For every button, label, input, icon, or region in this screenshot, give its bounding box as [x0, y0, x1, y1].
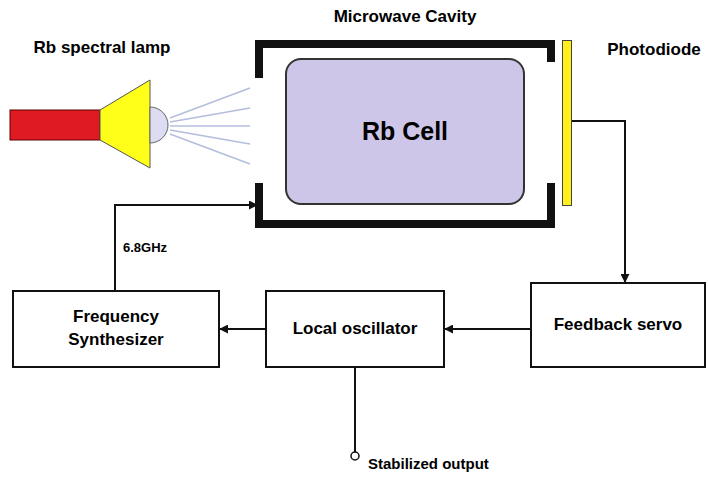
- photodiode: Photodiode: [562, 40, 572, 206]
- signal-arrow: [572, 121, 625, 282]
- signal-arrow: [445, 328, 530, 330]
- frequency-label: 6.8GHz: [121, 240, 169, 255]
- part-label: Microwave Cavity: [255, 7, 555, 27]
- box-text: Feedback servo: [554, 314, 683, 337]
- process-box: Local oscillator: [265, 290, 445, 368]
- output-label: Stabilized output: [368, 455, 489, 472]
- output-terminal: [351, 452, 359, 460]
- microwave-cavity: Microwave CavityRb Cell: [255, 40, 555, 228]
- process-box: Frequency Synthesizer: [12, 290, 220, 368]
- lamp-symbol: [10, 78, 170, 170]
- light-rays: [170, 88, 250, 164]
- box-text: Frequency Synthesizer: [41, 306, 191, 352]
- rb-cell: Rb Cell: [285, 58, 525, 205]
- process-box: Feedback servo: [530, 282, 706, 368]
- part-label: Rb spectral lamp: [2, 38, 202, 58]
- box-text: Local oscillator: [293, 318, 418, 341]
- box-text: Rb Cell: [362, 115, 448, 149]
- part-label: Photodiode: [599, 40, 708, 60]
- output-wire: [354, 368, 356, 452]
- signal-arrow: [220, 328, 265, 330]
- spectral-lamp: Rb spectral lamp: [10, 78, 170, 170]
- signal-arrow: [115, 205, 257, 290]
